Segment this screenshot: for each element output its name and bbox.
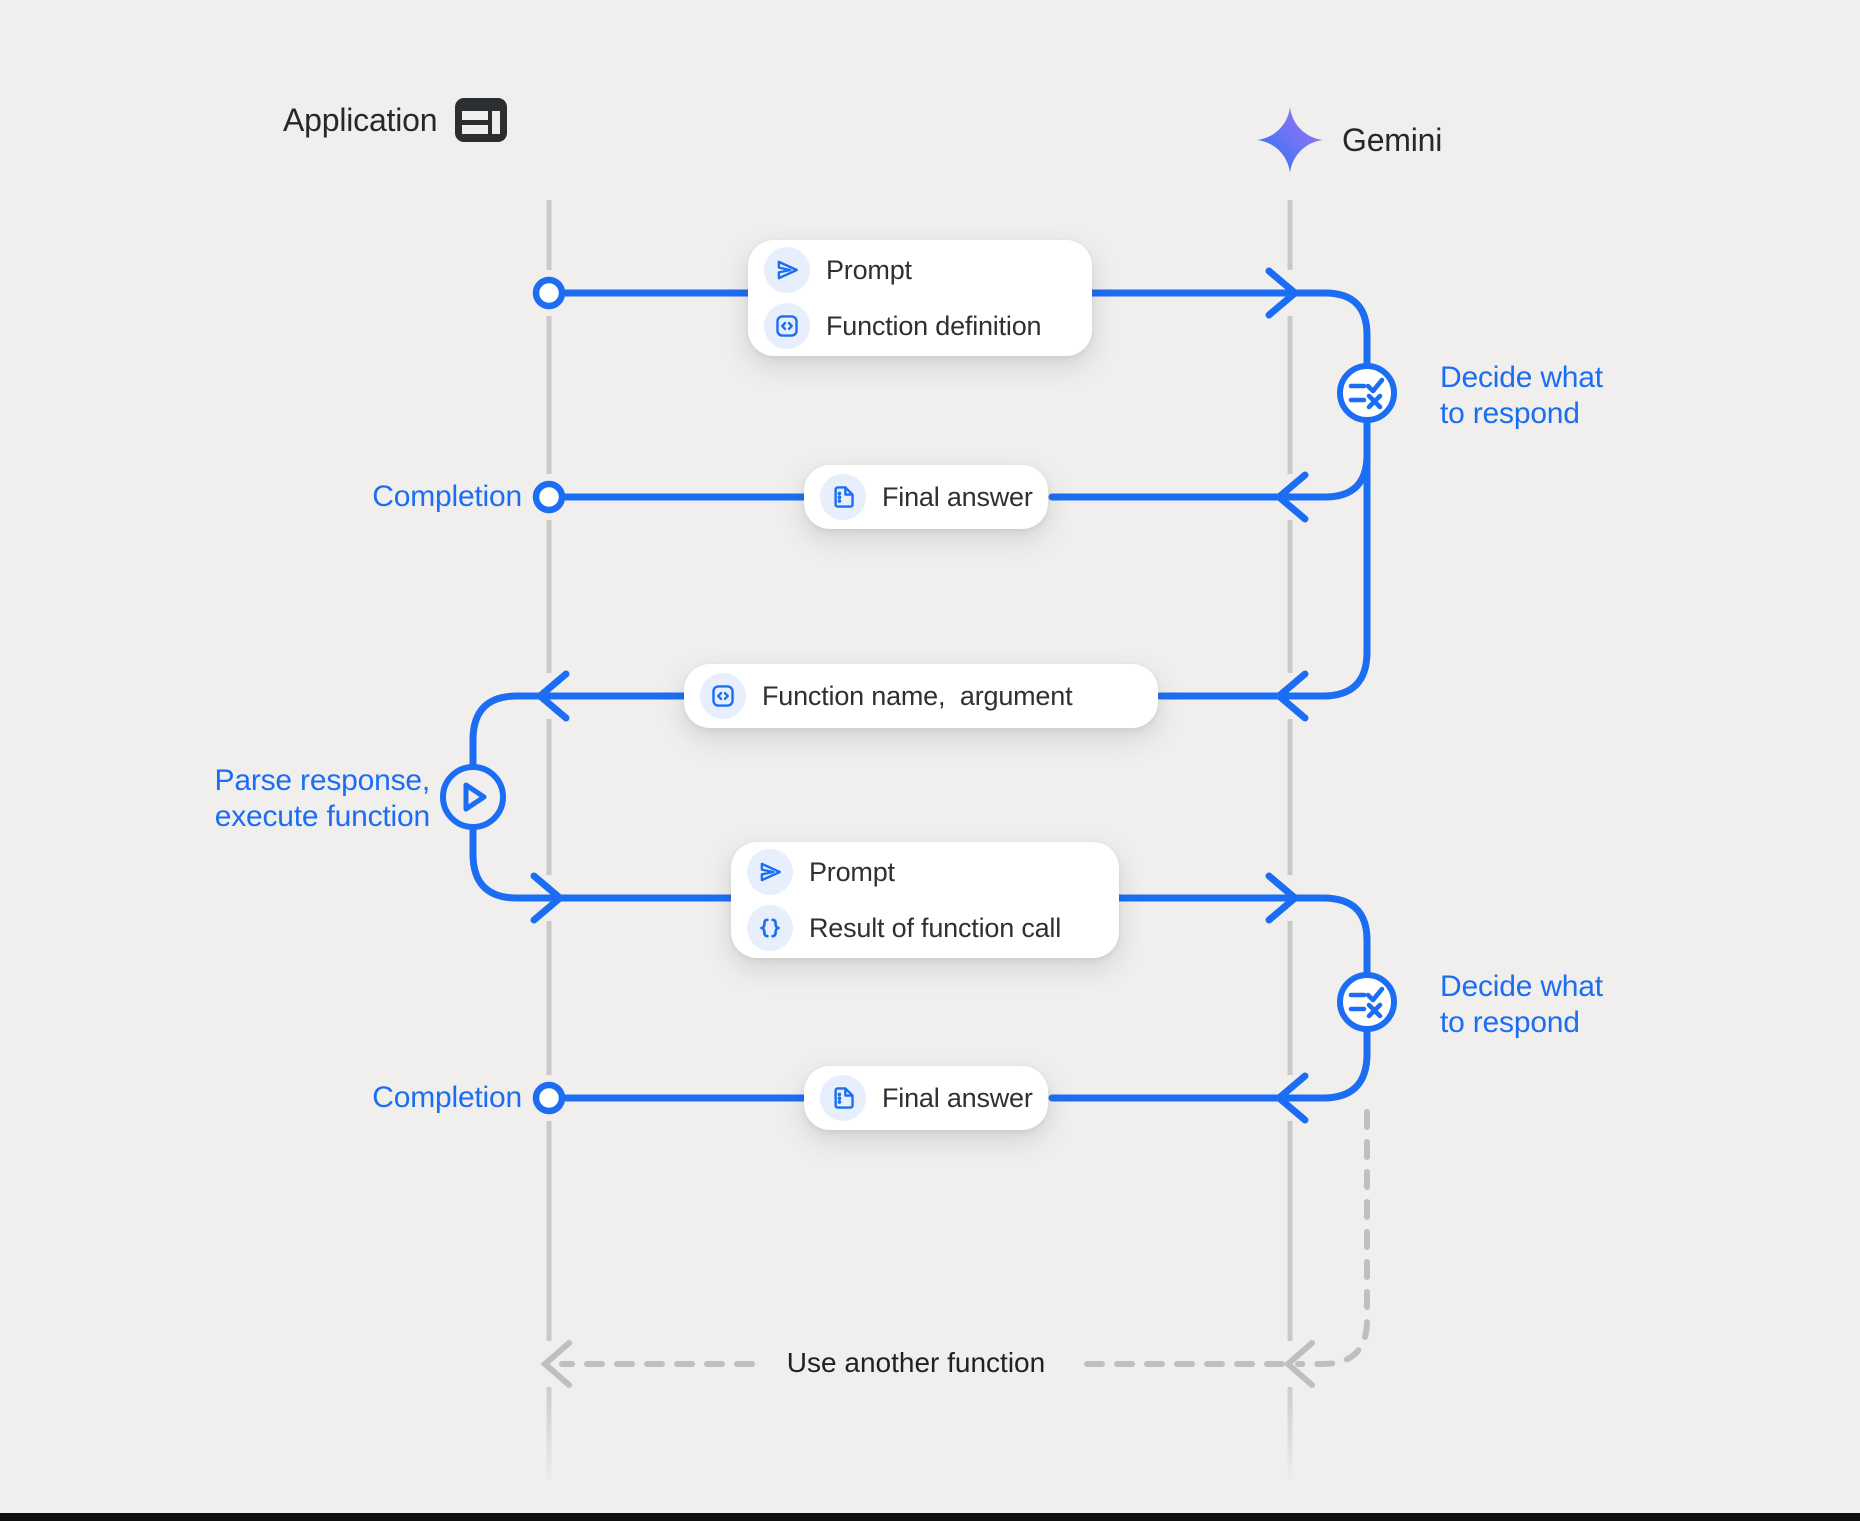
card-row-label: Prompt bbox=[809, 856, 895, 887]
decide-note-line: to respond bbox=[1440, 397, 1580, 430]
completion-label-2: Completion bbox=[372, 1081, 522, 1114]
card-row: Final answer bbox=[804, 469, 1048, 525]
card-row: Result of function call bbox=[731, 900, 1119, 956]
dashed-arrowhead-left-icon bbox=[540, 1340, 572, 1388]
lifeline-endpoint-dots bbox=[532, 276, 566, 1115]
card-row-label: Function name, argument bbox=[762, 680, 1073, 711]
card-row-label: Prompt bbox=[826, 254, 912, 285]
arrowhead-right-icon bbox=[1265, 872, 1299, 924]
dashed-arrowhead-left-icon bbox=[1283, 1340, 1315, 1388]
bottom-border-bar bbox=[0, 1513, 1860, 1521]
decide-note-line: to respond bbox=[1440, 1006, 1580, 1039]
use-another-function-label: Use another function bbox=[786, 1347, 1046, 1378]
message-card-prompt-result: Prompt Result of function call bbox=[731, 842, 1119, 958]
use-another-function-dashed-path bbox=[540, 1109, 1370, 1388]
braces-icon bbox=[747, 905, 793, 951]
actor-gemini-label: Gemini bbox=[1342, 121, 1443, 158]
gemini-star-icon bbox=[1257, 107, 1323, 173]
completion-label-1: Completion bbox=[372, 480, 522, 513]
endpoint-dot-icon bbox=[532, 276, 566, 310]
parse-note-line: execute function bbox=[214, 800, 430, 833]
parse-execute-node bbox=[440, 764, 506, 830]
actor-application: Application bbox=[283, 96, 508, 144]
decide-node-1 bbox=[1337, 363, 1397, 423]
code-brackets-icon bbox=[700, 673, 746, 719]
card-row: Prompt bbox=[731, 844, 1119, 900]
message-card-final-answer-1: Final answer bbox=[804, 465, 1048, 529]
decide-note-line: Decide what bbox=[1440, 361, 1603, 394]
message-card-final-answer-2: Final answer bbox=[804, 1066, 1048, 1130]
document-icon bbox=[820, 1075, 866, 1121]
decide-node-2 bbox=[1337, 972, 1397, 1032]
card-row-label: Result of function call bbox=[809, 912, 1062, 943]
decide-note-2: Decide what to respond bbox=[1440, 969, 1603, 1041]
arrowhead-left-icon bbox=[536, 670, 570, 722]
endpoint-dot-icon bbox=[532, 1081, 566, 1115]
actor-gemini: Gemini bbox=[1256, 104, 1442, 176]
decide-note-line: Decide what bbox=[1440, 970, 1603, 1003]
arrowhead-left-icon bbox=[1275, 1072, 1309, 1124]
card-row: Function definition bbox=[748, 298, 1092, 354]
decide-note-1: Decide what to respond bbox=[1440, 360, 1603, 432]
arrowhead-right-icon bbox=[530, 872, 564, 924]
send-icon bbox=[747, 849, 793, 895]
card-row: Function name, argument bbox=[684, 668, 1158, 724]
send-icon bbox=[764, 247, 810, 293]
arrowhead-right-icon bbox=[1265, 267, 1299, 319]
document-icon bbox=[820, 474, 866, 520]
code-brackets-icon bbox=[764, 303, 810, 349]
parse-execute-note: Parse response, execute function bbox=[130, 763, 431, 835]
card-row-label: Function definition bbox=[826, 310, 1042, 341]
message-flow-paths bbox=[469, 289, 1371, 1102]
card-row-label: Final answer bbox=[882, 1082, 1033, 1113]
card-row-label: Final answer bbox=[882, 481, 1033, 512]
message-card-prompt-function-definition: Prompt Function definition bbox=[748, 240, 1092, 356]
arrowhead-left-icon bbox=[1275, 471, 1309, 523]
endpoint-dot-icon bbox=[532, 480, 566, 514]
app-window-icon bbox=[455, 98, 508, 142]
actor-application-label: Application bbox=[283, 101, 438, 138]
card-row: Final answer bbox=[804, 1070, 1048, 1126]
flow-arrowheads bbox=[530, 267, 1309, 1124]
message-card-function-name-argument: Function name, argument bbox=[684, 664, 1158, 728]
parse-note-line: Parse response, bbox=[214, 764, 431, 797]
arrowhead-left-icon bbox=[1275, 670, 1309, 722]
play-triangle-icon bbox=[463, 782, 487, 812]
card-row: Prompt bbox=[748, 242, 1092, 298]
